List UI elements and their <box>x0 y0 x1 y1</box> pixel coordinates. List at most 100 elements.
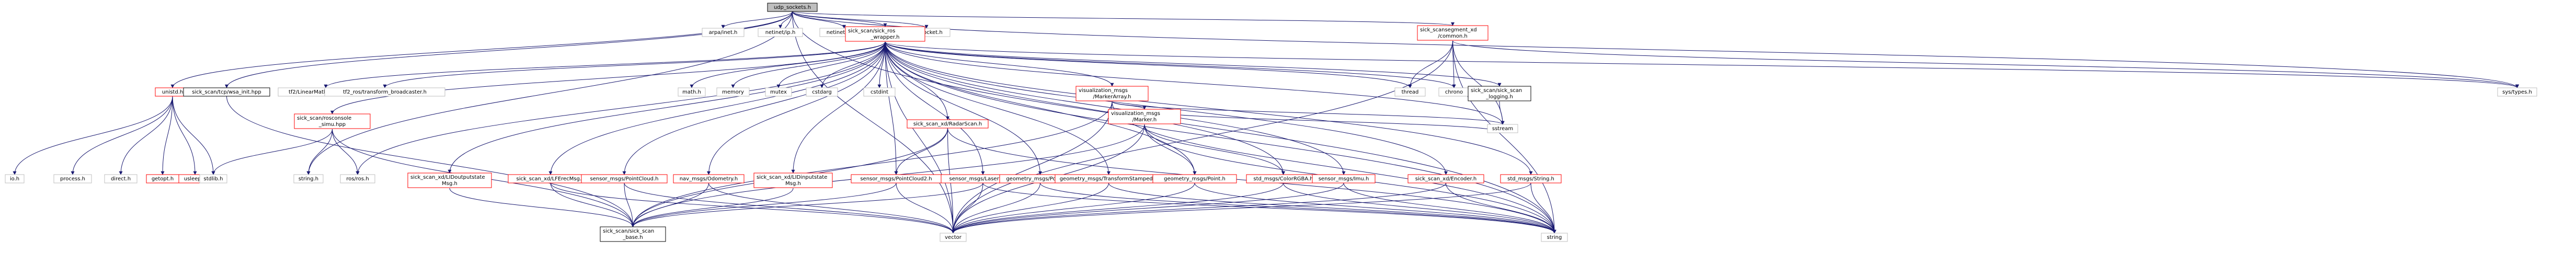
edge-encoder-to-vector <box>951 182 1446 234</box>
node-label-imu-0: sensor_msgs/Imu.h <box>1319 176 1369 182</box>
node-box-stdstring <box>1500 174 1562 183</box>
edge-lidinputstate-to-scanbase <box>631 188 794 227</box>
edge-wrapper-to-quaternion <box>324 41 886 88</box>
node-label-mutex-0: mutex <box>770 89 787 95</box>
node-chrono: chrono <box>1438 87 1470 97</box>
edge-vismarker-to-point <box>1144 124 1197 175</box>
node-label-colorrgba-0: std_msgs/ColorRGBA.h <box>1253 176 1313 182</box>
node-label-direct-0: direct.h <box>111 176 131 182</box>
node-label-radarscan-0: sick_scan_xd/RadarScan.h <box>913 121 982 127</box>
node-vismarkerarray[interactable]: visualization_msgs/MarkerArray.h <box>1075 86 1149 101</box>
edge-wrapper-to-pose2d <box>885 41 1042 175</box>
edge-root-to-wrapper <box>792 11 887 27</box>
edge-wrapper-to-logging <box>885 41 1502 87</box>
node-segment[interactable]: sick_scansegment_xd/common.h <box>1417 25 1489 41</box>
edge-wrapper-to-rosconsole <box>330 41 886 114</box>
edge-root-to-netinetudp <box>792 11 846 29</box>
node-rosrosh: ros/ros.h <box>340 174 375 183</box>
edge-segment-to-vector <box>951 40 1453 234</box>
node-box-root <box>767 3 818 12</box>
node-label-sstream-0: sstream <box>1492 126 1513 132</box>
node-label-memory-0: memory <box>722 89 744 95</box>
node-label-stdlib-0: stdlib.h <box>204 176 223 182</box>
node-label-vector-0: vector <box>945 235 962 240</box>
edge-point-to-string <box>1194 182 1556 234</box>
node-io: io.h <box>5 174 25 183</box>
node-label-cstdint-0: cstdint <box>871 89 888 95</box>
node-label-lidinputstate-0: sick_scan_xd/LIDinputstate <box>757 175 827 180</box>
edge-wrapper-to-chrono <box>885 41 1456 88</box>
edge-wrapper-to-tfstamped <box>885 41 1110 175</box>
node-getopt[interactable]: getopt.h <box>146 174 179 183</box>
node-box-math <box>678 87 706 97</box>
edge-rosconsole-to-stringh <box>306 129 333 175</box>
edge-odometry-to-scanbase <box>631 182 709 227</box>
node-tf2ros: tf2_ros/transform_broadcaster.h <box>324 87 445 97</box>
node-encoder[interactable]: sick_scan_xd/Encoder.h <box>1407 174 1484 183</box>
node-label-netinetudp-0: netinet/udp.h <box>827 30 862 36</box>
node-label-lidoutputstate-0: sick_scan_xd/LIDoutputstate <box>410 175 485 180</box>
node-wrapper[interactable]: sick_scan/sick_ros_wrapper.h <box>845 26 925 42</box>
node-box-process <box>53 174 92 183</box>
edge-wrapper-to-stdstring <box>885 41 1533 175</box>
node-tcp[interactable]: sick_scan/tcp/wsa_init.hpp <box>183 87 270 97</box>
edge-wrapper-to-mutex <box>776 41 886 88</box>
edge-root-to-arpa <box>721 11 793 29</box>
node-label-scanbase-1: _base.h <box>622 235 643 240</box>
edge-stdstring-to-vector <box>951 182 1531 234</box>
node-netinetip: netinet/ip.h <box>758 28 803 37</box>
node-label-pointcloud2-0: sensor_msgs/PointCloud2.h <box>860 176 932 182</box>
edge-segment-to-sstream <box>1452 40 1505 125</box>
node-label-unistd-0: unistd.h <box>162 89 183 95</box>
node-label-getopt-0: getopt.h <box>152 176 174 182</box>
node-rosconsole[interactable]: sick_scan/rosconsole_simu.hpp <box>294 113 371 129</box>
edge-wrapper-to-vismarkerarray <box>885 41 1114 87</box>
edge-wrapper-to-lidoutputstate <box>448 41 886 174</box>
node-box-stdlib <box>199 174 227 183</box>
node-systypes: sys/types.h <box>2497 87 2537 97</box>
edge-root-to-unistd <box>170 11 793 88</box>
node-box-lidinputstate <box>753 172 833 188</box>
node-box-tf2ros <box>324 87 445 97</box>
edge-segment-to-thread <box>1408 40 1453 88</box>
node-box-stringh <box>293 174 324 183</box>
node-box-rosconsole <box>294 113 371 129</box>
node-memory: memory <box>716 87 750 97</box>
edge-wrapper-to-tf2ros <box>383 41 886 88</box>
node-stdstring[interactable]: std_msgs/String.h <box>1500 174 1562 183</box>
node-box-lidoutputstate <box>407 172 492 188</box>
node-lferec[interactable]: sick_scan_xd/LFErecMsg.h <box>508 174 593 183</box>
node-tfstamped[interactable]: geometry_msgs/TransformStamped.h <box>1055 174 1163 183</box>
node-box-tcp <box>183 87 270 97</box>
node-box-memory <box>716 87 750 97</box>
node-direct: direct.h <box>104 174 138 183</box>
node-logging[interactable]: sick_scan/sick_scan_logging.h <box>1468 86 1531 101</box>
edge-rosconsole-to-stdlib <box>211 129 333 175</box>
node-box-rosrosh <box>340 174 375 183</box>
node-odometry[interactable]: nav_msgs/Odometry.h <box>673 174 745 183</box>
node-label-math-0: math.h <box>682 89 701 95</box>
node-pointcloud2[interactable]: sensor_msgs/PointCloud2.h <box>851 174 942 183</box>
node-point[interactable]: geometry_msgs/Point.h <box>1152 174 1237 183</box>
node-box-vector <box>940 233 967 242</box>
node-sstream: sstream <box>1487 124 1518 133</box>
node-pointcloud[interactable]: sensor_msgs/PointCloud.h <box>581 174 668 183</box>
edge-lidoutputstate-to-scanbase <box>449 188 635 227</box>
node-vismarker[interactable]: visualization_msgs/Marker.h <box>1108 109 1181 124</box>
node-label-lferec-0: sick_scan_xd/LFErecMsg.h <box>517 176 585 182</box>
edge-root-to-vector <box>792 11 955 234</box>
edge-imu-to-string <box>1343 182 1556 234</box>
edge-pose2d-to-vector <box>951 182 1040 234</box>
node-radarscan[interactable]: sick_scan_xd/RadarScan.h <box>907 119 989 129</box>
node-scanbase[interactable]: sick_scan/sick_scan_base.h <box>600 226 666 242</box>
node-math: math.h <box>678 87 706 97</box>
node-box-imu <box>1312 174 1376 183</box>
edge-wrapper-to-rosrosh <box>356 41 886 175</box>
node-imu[interactable]: sensor_msgs/Imu.h <box>1312 174 1376 183</box>
node-box-sstream <box>1487 124 1518 133</box>
edge-unistd-to-stdlib <box>172 96 215 175</box>
node-vector: vector <box>940 233 967 242</box>
node-colorrgba[interactable]: std_msgs/ColorRGBA.h <box>1246 174 1321 183</box>
